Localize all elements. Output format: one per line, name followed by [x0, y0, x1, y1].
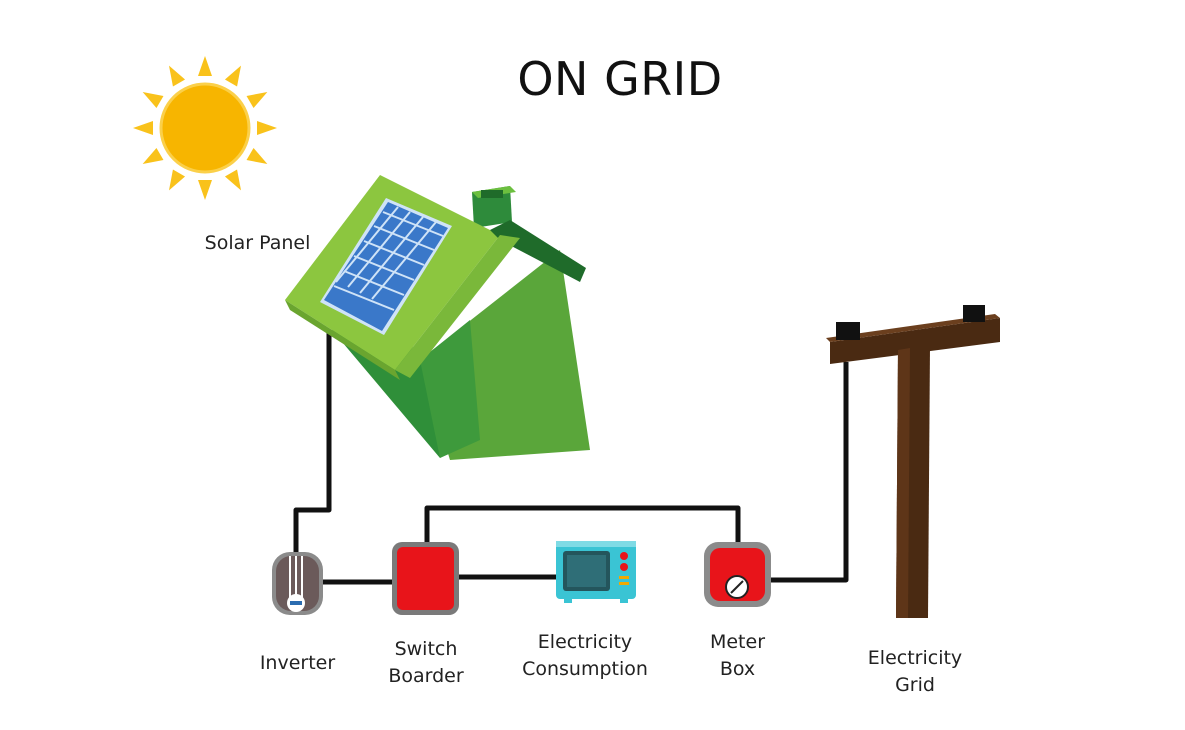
meter-box-icon	[704, 542, 771, 607]
wire-panel-to-inverter	[293, 330, 332, 560]
electricity-grid-label: Electricity Grid	[850, 645, 980, 699]
wires	[293, 330, 849, 585]
meter-box-label: Meter Box	[690, 629, 785, 683]
switch-board-icon	[392, 542, 459, 615]
consumption-label: Electricity Consumption	[505, 629, 665, 683]
house-icon	[285, 175, 590, 460]
page-title: ON GRID	[517, 52, 723, 106]
utility-pole-icon	[826, 305, 1000, 618]
electricity-grid-label-line1: Electricity	[867, 647, 963, 669]
switch-boarder-label-line1: Switch	[394, 638, 458, 660]
microwave-icon	[556, 541, 636, 603]
solar-panel-label: Solar Panel	[204, 232, 311, 254]
consumption-label-line1: Electricity	[537, 631, 633, 653]
switch-boarder-label-line2: Boarder	[388, 665, 464, 687]
meter-box-label-line2: Box	[719, 658, 756, 680]
electricity-grid-label-line2: Grid	[895, 674, 935, 696]
wire-meter-to-grid	[770, 362, 849, 583]
inverter-icon	[272, 552, 323, 615]
inverter-label: Inverter	[259, 652, 336, 674]
wire-switch-to-meter	[424, 505, 741, 545]
consumption-label-line2: Consumption	[522, 658, 648, 680]
sun-icon	[133, 56, 277, 200]
solar-panel-icon	[320, 198, 452, 335]
meter-box-label-line1: Meter	[709, 631, 766, 653]
switch-boarder-label: Switch Boarder	[370, 636, 482, 690]
